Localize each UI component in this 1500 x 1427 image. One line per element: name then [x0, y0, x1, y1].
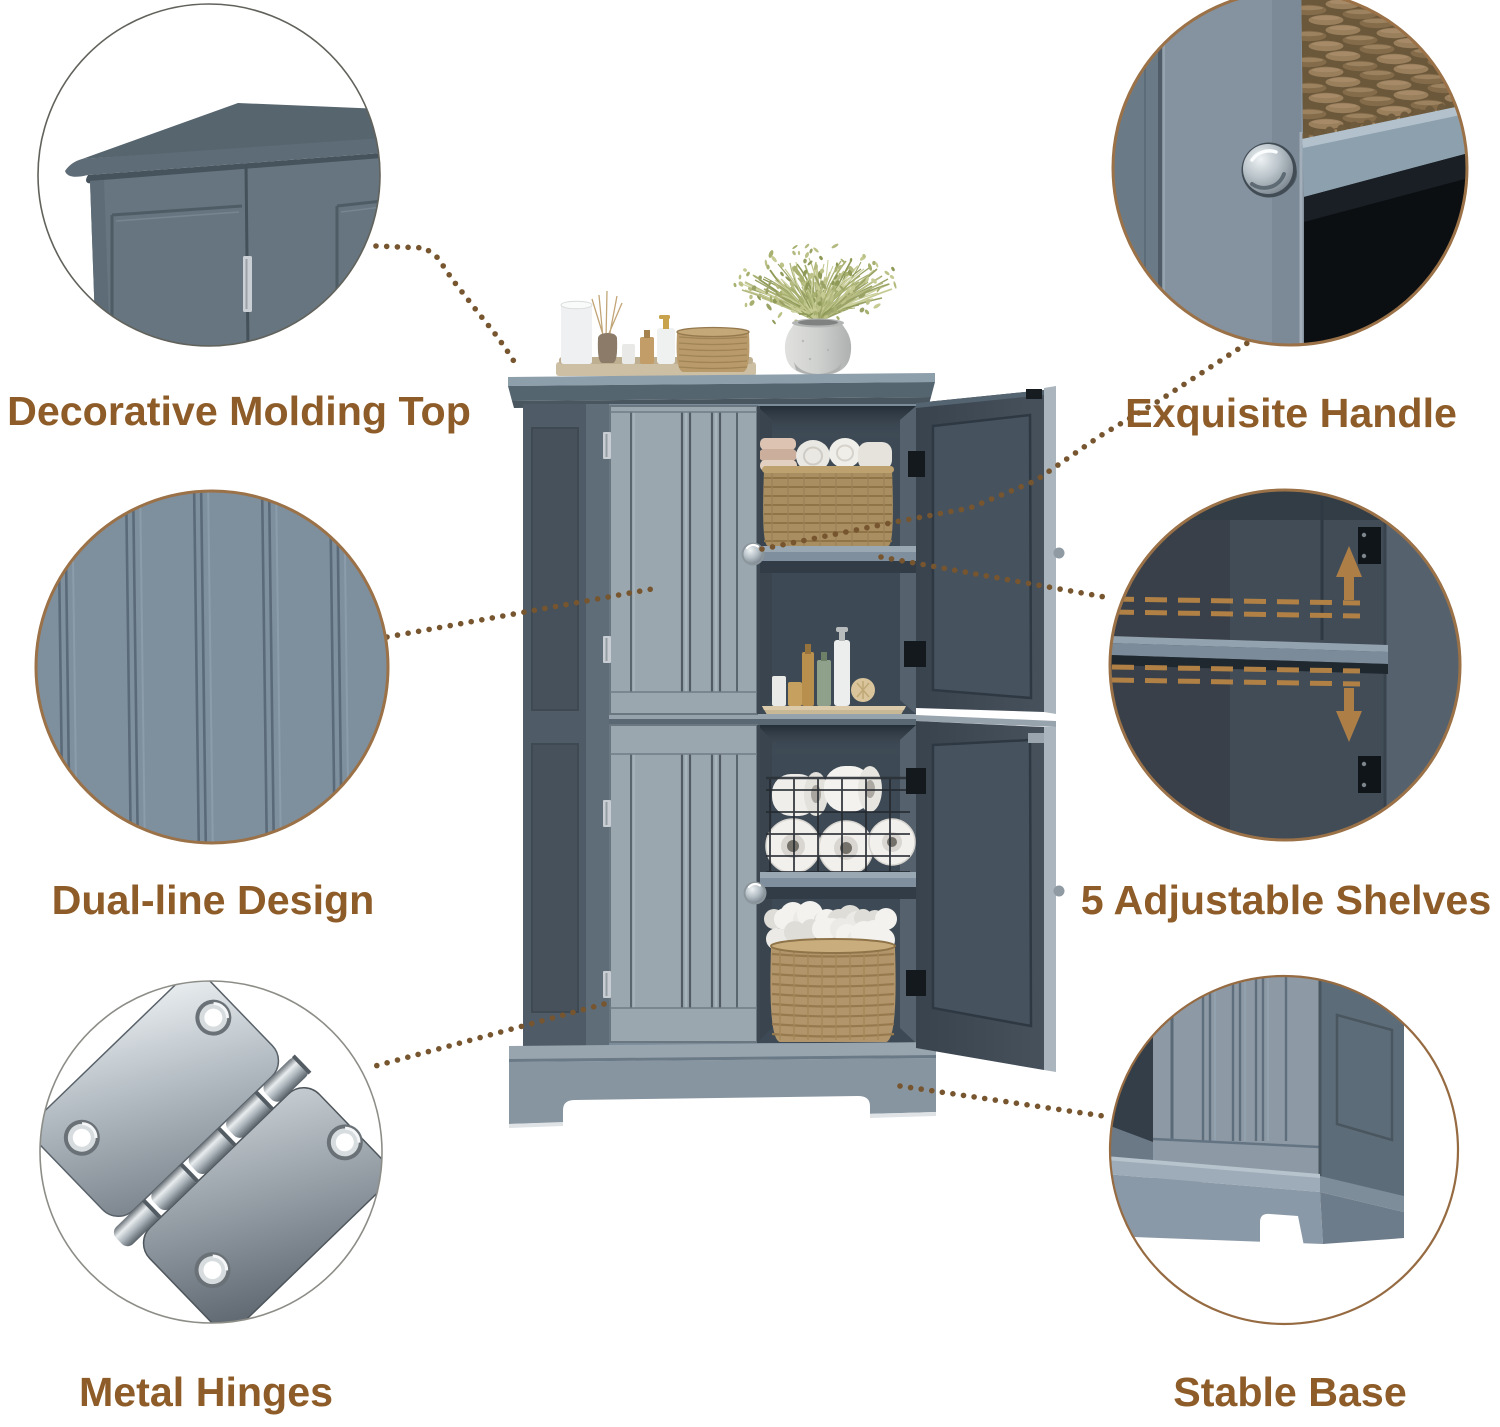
svg-text:5 Adjustable Shelves: 5 Adjustable Shelves [1081, 877, 1492, 923]
svg-text:Metal Hinges: Metal Hinges [79, 1369, 333, 1415]
svg-text:Dual-line Design: Dual-line Design [52, 877, 375, 923]
svg-text:Exquisite Handle: Exquisite Handle [1125, 390, 1457, 436]
svg-text:Stable Base: Stable Base [1173, 1369, 1407, 1415]
svg-text:Decorative Molding Top: Decorative Molding Top [7, 388, 471, 434]
